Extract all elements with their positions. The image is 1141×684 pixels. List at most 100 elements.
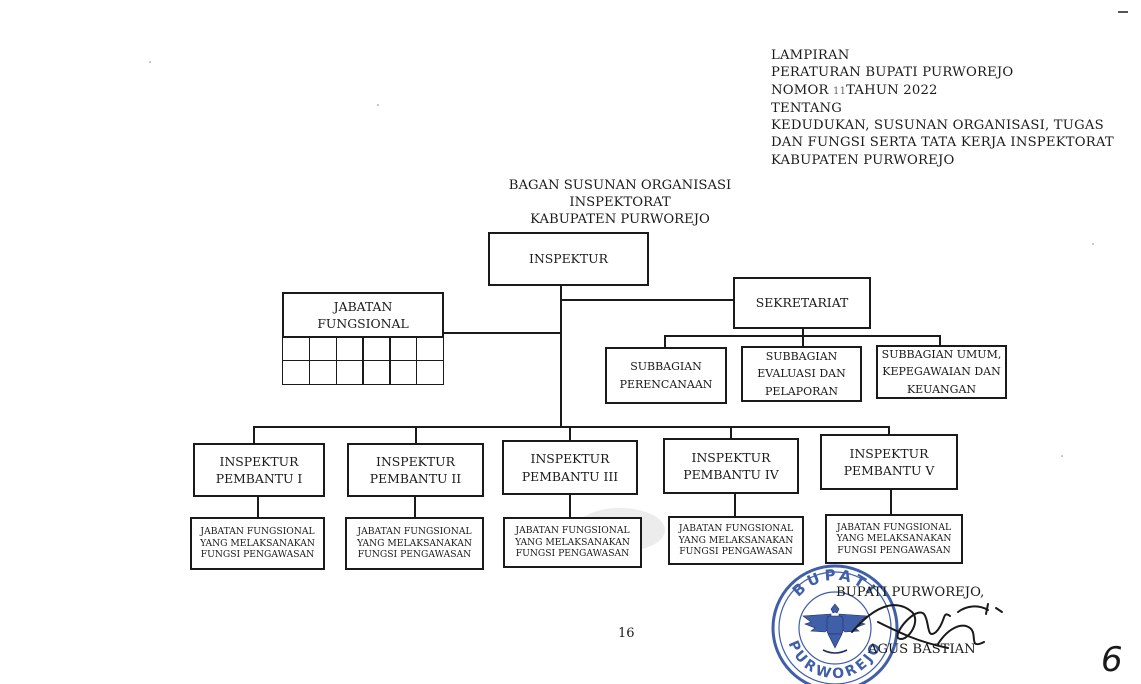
grid-cell (282, 360, 311, 385)
grid-cell (389, 360, 418, 385)
pembantu-2-line-1: INSPEKTUR (376, 453, 455, 469)
header-subject-line-1: KEDUDUKAN, SUSUNAN ORGANISASI, TUGAS (771, 118, 1104, 134)
connector-pembantu-4 (730, 426, 732, 438)
connector-pembantu-bus (253, 426, 890, 428)
connector-pembantu-5 (888, 426, 890, 436)
pembantu-2-line-2: PEMBANTU II (369, 471, 462, 486)
grid-cell (282, 336, 311, 361)
subbagian-3-line-1: SUBBAGIAN UMUM, (881, 348, 1002, 362)
chart-title-line-1: BAGAN SUSUNAN ORGANISASI (508, 178, 732, 193)
subbagian-2-line-1: SUBBAGIAN (765, 350, 838, 364)
inspektur-pembantu-1-box: INSPEKTUR PEMBANTU I (193, 443, 325, 497)
connector-inspektur-trunk (560, 285, 562, 428)
jf-5-line-2: YANG MELAKSANAKAN (836, 533, 952, 545)
inspektur-pembantu-4-box: INSPEKTUR PEMBANTU IV (663, 438, 799, 494)
grid-cell (389, 336, 418, 361)
connector-sekretariat (560, 299, 734, 301)
subbagian-evaluasi-box: SUBBAGIAN EVALUASI DAN PELAPORAN (741, 346, 862, 402)
jf-1-line-3: FUNGSI PENGAWASAN (200, 549, 315, 561)
pembantu-1-line-2: PEMBANTU I (215, 471, 303, 486)
grid-cell (415, 360, 444, 385)
sekretariat-label: SEKRETARIAT (755, 295, 849, 311)
connector-jabatan-fungsional (442, 332, 561, 334)
subbagian-2-line-3: PELAPORAN (765, 384, 838, 398)
jabatan-pengawasan-1-box: JABATAN FUNGSIONAL YANG MELAKSANAKAN FUN… (190, 517, 325, 570)
connector-jf-4 (734, 492, 736, 517)
jf-2-line-2: YANG MELAKSANAKAN (357, 537, 472, 549)
chart-title-line-3: KABUPATEN PURWOREJO (530, 212, 710, 227)
pembantu-3-line-1: INSPEKTUR (530, 451, 610, 467)
subbagian-1-line-2: PERENCANAAN (619, 377, 713, 391)
header-nomor-number: 11 (833, 85, 847, 97)
grid-cell (362, 360, 391, 385)
subbagian-1-line-1: SUBBAGIAN (630, 360, 702, 374)
connector-subbagian-3 (939, 335, 941, 346)
grid-cell (308, 336, 337, 361)
jf-4-line-1: JABATAN FUNGSIONAL (678, 523, 794, 535)
pembantu-3-line-2: PEMBANTU III (521, 468, 619, 484)
corner-handwritten-number: 6 (1101, 640, 1123, 680)
subbagian-3-line-3: KEUANGAN (906, 382, 977, 396)
inspektur-pembantu-3-box: INSPEKTUR PEMBANTU III (502, 440, 638, 495)
jf-1-line-2: YANG MELAKSANAKAN (200, 537, 315, 549)
pembantu-4-line-2: PEMBANTU IV (683, 467, 779, 482)
jabatan-pengawasan-3-box: JABATAN FUNGSIONAL YANG MELAKSANAKAN FUN… (503, 517, 642, 568)
pembantu-4-line-1: INSPEKTUR (691, 449, 771, 465)
sekretariat-box: SEKRETARIAT (733, 277, 871, 329)
jabatan-pengawasan-5-box: JABATAN FUNGSIONAL YANG MELAKSANAKAN FUN… (825, 514, 963, 564)
connector-subbagian-1 (664, 335, 666, 348)
inspektur-pembantu-5-box: INSPEKTUR PEMBANTU V (820, 434, 958, 490)
subbagian-2-line-2: EVALUASI DAN (757, 367, 846, 381)
header-subject-line-2: DAN FUNGSI SERTA TATA KERJA INSPEKTORAT (771, 135, 1114, 151)
connector-jf-5 (890, 488, 892, 515)
chart-title: BAGAN SUSUNAN ORGANISASI INSPEKTORAT KAB… (470, 177, 770, 228)
grid-cell (415, 336, 444, 361)
grid-cell (362, 336, 391, 361)
jf-4-line-3: FUNGSI PENGAWASAN (679, 546, 793, 558)
header-nomor: NOMOR 11TAHUN 2022 (771, 82, 1114, 100)
header-nomor-label: NOMOR (771, 82, 829, 98)
jabatan-fungsional-grid-row-1 (282, 336, 444, 361)
connector-pembantu-2 (415, 426, 417, 444)
header-nomor-tahun: TAHUN 2022 (846, 82, 938, 98)
grid-cell (335, 336, 364, 361)
grid-cell (335, 360, 364, 385)
connector-subbagian-2 (802, 335, 804, 347)
jf-5-line-3: FUNGSI PENGAWASAN (837, 544, 951, 556)
jf-4-line-2: YANG MELAKSANAKAN (678, 534, 794, 546)
handwritten-signature (851, 603, 1003, 649)
garuda-emblem-icon (802, 603, 868, 654)
jf-3-line-3: FUNGSI PENGAWASAN (515, 548, 630, 560)
grid-cell (308, 360, 337, 385)
subbagian-3-line-2: KEPEGAWAIAN DAN (882, 365, 1001, 379)
header-tentang: TENTANG (771, 100, 843, 116)
pembantu-5-line-2: PEMBANTU V (843, 463, 935, 478)
signature-name: AGUS BASTIAN (868, 642, 976, 657)
jabatan-fungsional-grid-row-2 (282, 360, 444, 385)
connector-pembantu-3 (569, 426, 571, 441)
jf-2-line-1: JABATAN FUNGSIONAL (357, 526, 472, 538)
inspektur-pembantu-2-box: INSPEKTUR PEMBANTU II (347, 443, 484, 497)
header-lampiran: LAMPIRAN (771, 48, 850, 63)
jabatan-fungsional-box: JABATAN FUNGSIONAL (282, 292, 444, 338)
connector-jf-3 (569, 493, 571, 518)
page-number: 16 (618, 626, 635, 641)
subbagian-perencanaan-box: SUBBAGIAN PERENCANAAN (605, 347, 727, 404)
jabatan-pengawasan-2-box: JABATAN FUNGSIONAL YANG MELAKSANAKAN FUN… (345, 517, 484, 570)
chart-title-line-2: INSPEKTORAT (569, 195, 671, 210)
connector-pembantu-1 (253, 426, 255, 444)
lampiran-header: LAMPIRAN PERATURAN BUPATI PURWOREJO NOMO… (771, 47, 1114, 169)
jabatan-fungsional-label-2: FUNGSIONAL (317, 316, 409, 331)
header-subject-line-3: KABUPATEN PURWOREJO (771, 152, 955, 168)
jf-1-line-1: JABATAN FUNGSIONAL (200, 526, 315, 538)
jf-3-line-2: YANG MELAKSANAKAN (515, 536, 630, 548)
signature-title: BUPATI PURWOREJO, (836, 585, 985, 600)
pembantu-1-line-1: INSPEKTUR (219, 453, 299, 469)
connector-jf-1 (257, 495, 259, 518)
header-peraturan: PERATURAN BUPATI PURWOREJO (771, 65, 1014, 81)
subbagian-umum-box: SUBBAGIAN UMUM, KEPEGAWAIAN DAN KEUANGAN (876, 345, 1007, 399)
jf-2-line-3: FUNGSI PENGAWASAN (357, 549, 472, 561)
jabatan-fungsional-label-1: JABATAN (333, 298, 393, 314)
pembantu-5-line-1: INSPEKTUR (849, 445, 929, 461)
inspektur-label: INSPEKTUR (529, 251, 608, 267)
